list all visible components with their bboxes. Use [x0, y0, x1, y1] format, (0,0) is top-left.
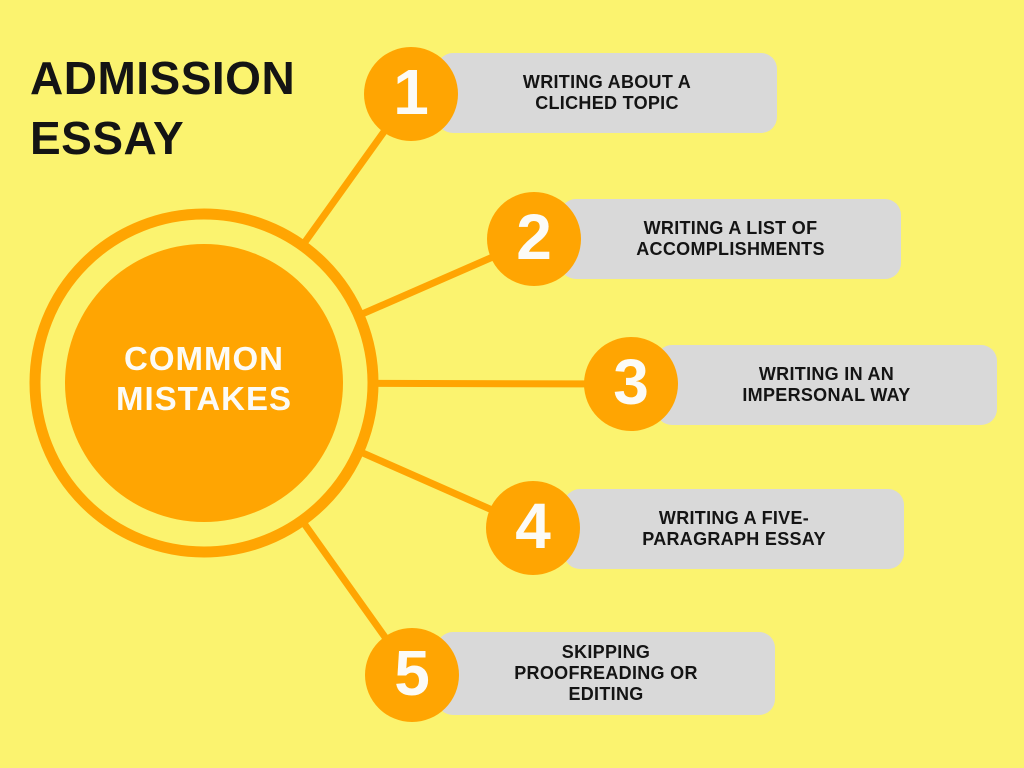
mistake-box-1: WRITING ABOUT A CLICHED TOPIC	[437, 53, 777, 133]
mistake-5-label-line-1: SKIPPING	[561, 642, 651, 662]
center-label-line-2: MISTAKES	[115, 380, 293, 417]
page-title-line-1: ADMISSION	[30, 52, 296, 104]
mistake-4-label-line-1: WRITING A FIVE-	[658, 508, 810, 528]
mistake-box-5: SKIPPING PROOFREADING OR EDITING	[437, 632, 775, 715]
mistake-box-3: WRITING IN AN IMPERSONAL WAY	[656, 345, 997, 425]
mistake-2-label-line-2: ACCOMPLISHMENTS	[636, 239, 825, 259]
number-badge-3-text: 3	[613, 346, 649, 418]
mistake-box-2: WRITING A LIST OF ACCOMPLISHMENTS	[560, 199, 901, 279]
center-circle	[65, 244, 343, 522]
page-title: ADMISSION ESSAY	[30, 48, 295, 168]
center-label: COMMON MISTAKES	[54, 229, 354, 529]
mistake-2-label-line-1: WRITING A LIST OF	[643, 218, 818, 238]
mistake-3-label-line-1: WRITING IN AN	[758, 364, 895, 384]
number-badge-1-text: 1	[393, 56, 429, 128]
mistake-5-label-line-3: EDITING	[568, 684, 644, 704]
mistake-4-label-line-2: PARAGRAPH ESSAY	[642, 529, 826, 549]
number-badge-5: 5	[365, 628, 459, 722]
number-badge-4-text: 4	[515, 490, 551, 562]
mistake-box-4: WRITING A FIVE- PARAGRAPH ESSAY	[564, 489, 904, 569]
number-badge-3: 3	[584, 337, 678, 431]
number-badge-2-text: 2	[516, 201, 552, 273]
page-title-line-2: ESSAY	[30, 112, 185, 164]
number-badge-2: 2	[487, 192, 581, 286]
mistake-1-label-line-2: CLICHED TOPIC	[535, 93, 679, 113]
number-badge-1: 1	[364, 47, 458, 141]
mistake-5-label-line-2: PROOFREADING OR	[514, 663, 698, 683]
center-label-line-1: COMMON	[124, 340, 284, 377]
mistake-3-label-line-2: IMPERSONAL WAY	[742, 385, 911, 405]
number-badge-5-text: 5	[394, 637, 430, 709]
number-badge-4: 4	[486, 481, 580, 575]
mistake-1-label-line-1: WRITING ABOUT A	[522, 72, 692, 92]
